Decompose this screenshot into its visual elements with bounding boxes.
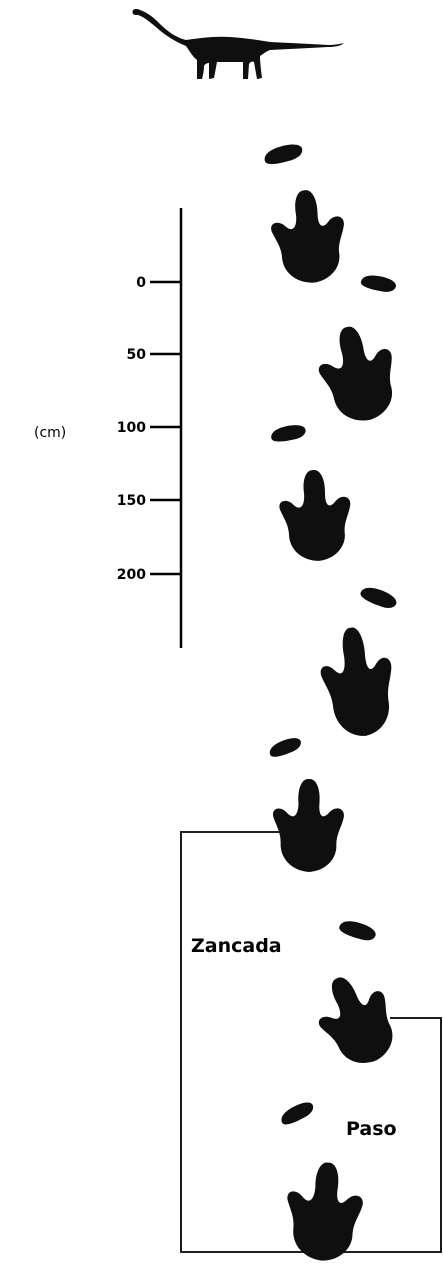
footprint-icon <box>310 318 405 429</box>
footprint-icon <box>315 623 400 741</box>
manus-print-icon <box>278 1099 316 1127</box>
scale-tick-label: 100 <box>117 420 146 436</box>
step-label: Paso <box>346 1118 397 1140</box>
manus-print-icon <box>270 423 307 442</box>
trackway <box>263 142 408 1263</box>
scale-tick-label: 200 <box>117 567 146 583</box>
manus-print-icon <box>338 917 378 944</box>
stride-label: Zancada <box>191 935 282 957</box>
footprint-icon <box>267 187 349 287</box>
measurement-brackets <box>181 832 441 1252</box>
scale-tick-label: 150 <box>117 493 146 509</box>
manus-print-icon <box>267 735 303 758</box>
footprint-icon <box>273 779 344 872</box>
manus-print-icon <box>263 142 305 166</box>
footprint-icon <box>283 1160 365 1263</box>
footprint-icon <box>304 963 408 1076</box>
manus-print-icon <box>359 583 399 612</box>
footprint-icon <box>277 468 354 564</box>
scale-tick-label: 0 <box>136 275 146 291</box>
measurement-scale: 0 50 100 150 200 (cm) <box>34 208 181 648</box>
scale-tick-label: 50 <box>127 347 147 363</box>
stride-bracket <box>181 832 330 1252</box>
scale-unit-label: (cm) <box>34 425 66 441</box>
sauropod-silhouette-icon <box>133 9 344 79</box>
manus-print-icon <box>360 272 398 295</box>
